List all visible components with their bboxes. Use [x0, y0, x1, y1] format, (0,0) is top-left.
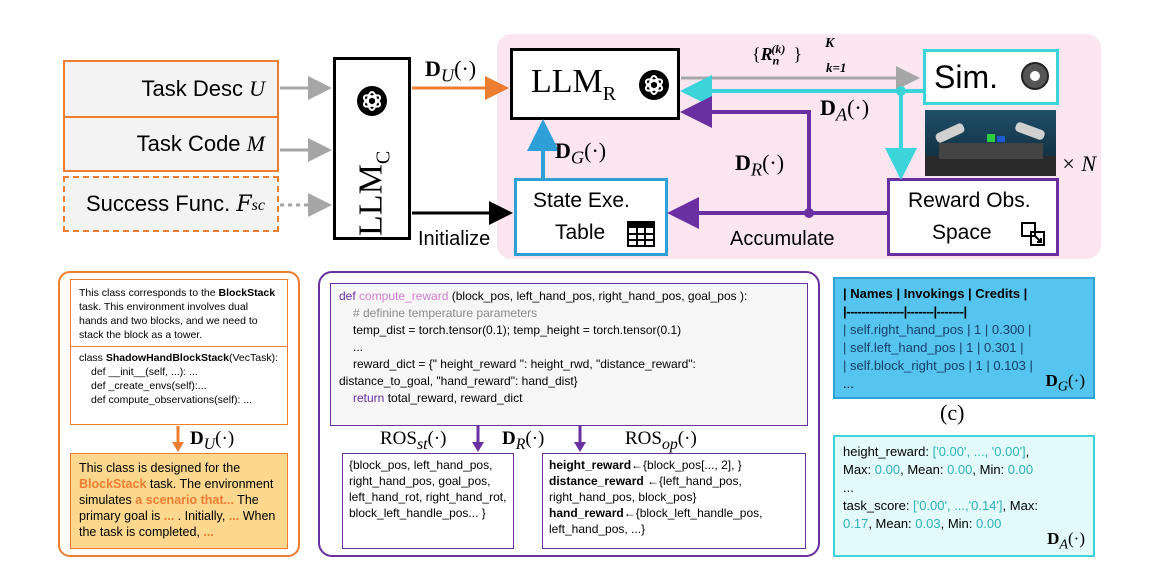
task-code-label: Task Code — [136, 131, 241, 156]
openai-glyph-icon — [362, 91, 382, 111]
robot-scene-image — [925, 110, 1056, 176]
panel-g-row: | self.block_right_pos | 1 | 0.103 | — [843, 358, 1033, 373]
panel-r-code: def compute_reward (block_pos, left_hand… — [330, 283, 808, 426]
task-desc-box: Task Desc U — [63, 60, 279, 116]
caption-c: (c) — [940, 400, 965, 425]
panel-u-du-label: DU(·) — [190, 428, 235, 453]
panel-g: | Names | Invokings | Credits | |-------… — [833, 277, 1095, 399]
rn-lower-k: k=1 — [826, 60, 847, 75]
task-desc-var: U — [249, 76, 265, 101]
top-arrows — [280, 66, 923, 229]
llm-r-label: LLMR — [531, 63, 617, 105]
panel-g-header: | Names | Invokings | Credits | — [843, 286, 1028, 301]
llm-r-box: LLMR — [510, 48, 680, 120]
openai-logo-icon — [357, 86, 387, 116]
success-func-label: Success Func. — [86, 191, 231, 216]
ros-op-label: ROSop(·) — [625, 428, 697, 453]
panel-g-row: | self.left_hand_pos | 1 | 0.301 | — [843, 340, 1024, 355]
panel-g-dg-label: DG(·) — [1045, 370, 1086, 394]
panel-g-ellipsis: ... — [843, 376, 854, 391]
sim-box: Sim. — [923, 49, 1059, 105]
reward-expand-icon — [1020, 221, 1046, 247]
openai-glyph-icon — [644, 75, 664, 95]
dr-edge-label: DR(·) — [735, 150, 785, 180]
task-desc-label: Task Desc — [141, 76, 243, 101]
panel-a: height_reward: ['0.00', ..., '0.00'], Ma… — [833, 435, 1095, 557]
dg-edge-label: DG(·) — [555, 138, 607, 168]
reward-obs-space-box: Reward Obs. Space — [887, 178, 1059, 256]
panel-u-input: This class corresponds to the BlockStack… — [70, 279, 288, 425]
reward-obs-line1: Reward Obs. — [908, 189, 1031, 212]
accumulate-label: Accumulate — [730, 228, 835, 250]
success-func-sub: sc — [251, 197, 265, 214]
sim-logo-icon — [1021, 62, 1049, 90]
panel-r-dr-label: DR(·) — [502, 428, 545, 453]
panel-u-desc: This class corresponds to the BlockStack… — [71, 280, 287, 347]
table-icon — [627, 221, 655, 247]
panel-r-arrows — [472, 426, 586, 452]
panel-g-row: | self.right_hand_pos | 1 | 0.300 | — [843, 322, 1032, 337]
task-code-var: M — [246, 131, 265, 156]
panel-u-arrow — [172, 426, 184, 452]
state-table-line2: Table — [555, 221, 606, 244]
rn-edge-label: {Rn(k)} — [752, 42, 802, 68]
panel-u-code: class ShadowHandBlockStack(VecTask): def… — [79, 352, 278, 406]
ros-st-box: {block_pos, left_hand_pos, right_hand_po… — [342, 453, 514, 549]
ros-op-box: height_reward←{block_pos[..., 2], } dist… — [542, 453, 806, 549]
panel-g-sep: |---------------|-------|-------| — [843, 304, 967, 319]
reward-obs-line2: Space — [932, 221, 992, 244]
du-edge-label: DU(·) — [425, 56, 477, 86]
sim-label: Sim. — [934, 59, 998, 95]
initialize-label: Initialize — [418, 228, 491, 250]
ros-st-label: ROSst(·) — [380, 428, 447, 453]
success-func-var: F — [236, 191, 252, 217]
state-table-line1: State Exe. — [533, 189, 630, 212]
task-code-box: Task Code M — [63, 116, 279, 172]
times-n-label: × N — [1061, 151, 1097, 176]
rn-upper-k: K — [825, 36, 835, 51]
state-exe-table-box: State Exe. Table — [514, 178, 668, 256]
openai-logo-icon-2 — [639, 70, 669, 100]
llm-c-box: LLMC — [333, 57, 411, 240]
panel-a-da-label: DA(·) — [1047, 528, 1085, 552]
da-edge-label: DA(·) — [820, 95, 870, 125]
panel-u-output: This class is designed for the BlockStac… — [70, 453, 288, 549]
